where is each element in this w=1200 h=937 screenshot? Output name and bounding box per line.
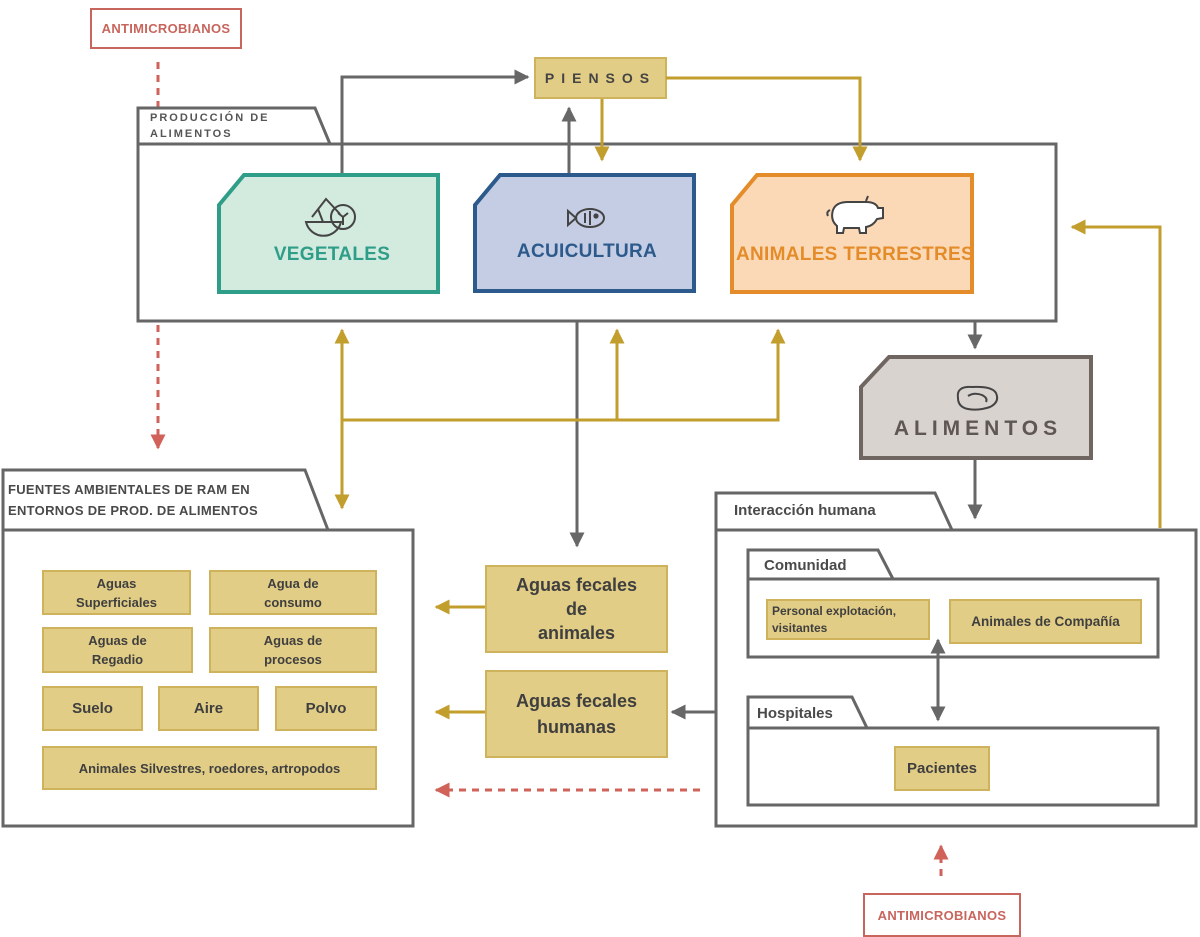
produccion-title-line2: ALIMENTOS: [150, 128, 233, 140]
vegetales-card: [217, 173, 440, 294]
aguas-procesos-box: Aguas de procesos: [209, 627, 377, 673]
suelo-box: Suelo: [42, 686, 143, 731]
animales-compania-box: Animales de Compañía: [949, 599, 1142, 644]
fish-icon: [567, 208, 605, 228]
acuicultura-label: ACUICULTURA: [516, 241, 658, 262]
interaccion-title: Interacción humana: [734, 501, 876, 519]
aguas-fecales-animales-box: Aguas fecales de animales: [485, 565, 668, 653]
alimentos-card: [859, 355, 1093, 460]
antimicrobianos-tag-bottom: ANTIMICROBIANOS: [863, 893, 1021, 937]
animales-silvestres-box: Animales Silvestres, roedores, artropodo…: [42, 746, 377, 790]
comunidad-title: Comunidad: [764, 556, 847, 574]
aire-box: Aire: [158, 686, 259, 731]
antimicrobial-arrows: [150, 62, 949, 876]
piensos-label: PIENSOS: [544, 70, 657, 86]
polvo-box: Polvo: [275, 686, 377, 731]
hospitales-title: Hospitales: [757, 704, 833, 722]
meat-icon: [956, 385, 999, 411]
aguas-fecales-humanas-box: Aguas fecales humanas: [485, 670, 668, 758]
gray-arrows: [340, 69, 983, 722]
acuicultura-card: [473, 173, 696, 293]
gold-arrows: [334, 76, 1162, 720]
aguas-superficiales-box: Aguas Superficiales: [42, 570, 191, 615]
alimentos-label: ALIMENTOS: [893, 417, 1063, 440]
fuentes-title-line1: FUENTES AMBIENTALES DE RAM EN: [8, 482, 250, 497]
aguas-regadio-box: Aguas de Regadio: [42, 627, 193, 673]
antimicrobianos-tag-top: ANTIMICROBIANOS: [90, 8, 242, 49]
animales-terrestres-card: [730, 173, 974, 294]
produccion-title-line1: PRODUCCIÓN DE: [150, 112, 270, 124]
pacientes-box: Pacientes: [894, 746, 990, 791]
vegetables-icon: [304, 197, 356, 237]
produccion-title: PRODUCCIÓN DE ALIMENTOS: [150, 110, 320, 142]
vegetales-label: VEGETALES: [273, 244, 391, 265]
fuentes-title: FUENTES AMBIENTALES DE RAM EN ENTORNOS D…: [8, 478, 318, 522]
fuentes-title-line2: ENTORNOS DE PROD. DE ALIMENTOS: [8, 503, 259, 518]
agua-consumo-box: Agua de consumo: [209, 570, 377, 615]
pig-icon: [826, 195, 884, 234]
personal-box: Personal explotación, visitantes: [766, 599, 930, 640]
animales-terrestres-label: ANIMALES TERRESTRES: [736, 244, 974, 265]
